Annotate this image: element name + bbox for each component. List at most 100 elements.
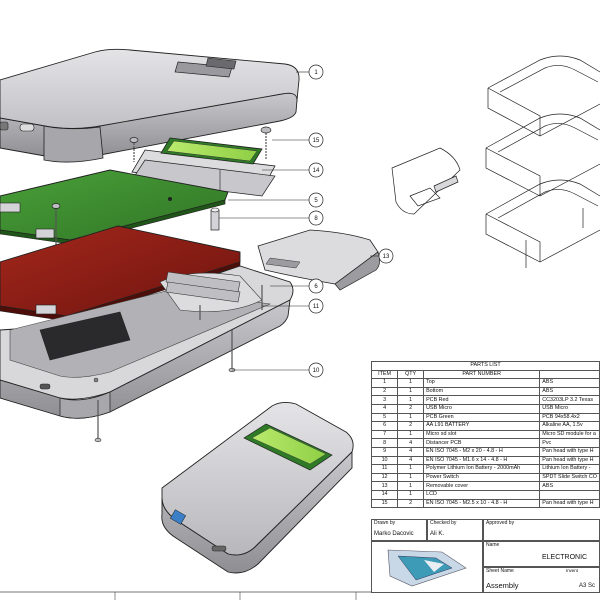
checked-by-cell: Checked by Ali K. [427, 519, 483, 541]
cell-item: 15 [370, 498, 399, 509]
name-label: Name [486, 542, 500, 548]
pcb-green [0, 169, 229, 245]
cell-item: 1 [370, 378, 399, 388]
cell-item: 14 [370, 489, 399, 500]
cell-part: Distancer PCB [423, 438, 541, 448]
cell-qty: 1 [397, 429, 425, 440]
cell-part: Polymer Lithium Ion Battery - 2000mAh [423, 464, 541, 474]
cell-desc: Pan head with type H [539, 455, 600, 466]
cell-item: 4 [370, 403, 399, 414]
cell-desc: Pan head with type H [539, 498, 600, 509]
cell-part: PCB Red [423, 395, 541, 405]
balloon-number: 13 [383, 254, 390, 260]
cell-qty: 1 [397, 395, 425, 405]
balloon-circle [308, 278, 324, 294]
cell-qty: 4 [397, 455, 425, 466]
checked-by-label: Checked by [430, 520, 457, 526]
balloon-number: 1 [314, 70, 318, 76]
cell-qty: 1 [397, 412, 425, 423]
balloon-11: 11 [308, 298, 324, 314]
cell-desc [539, 489, 600, 500]
logo-cell [371, 541, 483, 593]
cell-qty: 1 [397, 472, 425, 483]
cell-qty: 2 [397, 403, 425, 414]
header-description [539, 369, 600, 380]
cell-desc: CC3203LP 3.2 Texas [539, 395, 600, 405]
cell-part: Top [423, 378, 541, 388]
header-item: ITEM [370, 369, 399, 380]
cell-item: 3 [370, 395, 399, 405]
cell-desc: Micro SD module for a [539, 429, 600, 440]
cell-desc: Lithium Ion Battery - [539, 464, 600, 474]
cell-qty: 1 [397, 386, 425, 397]
balloon-13: 13 [378, 248, 394, 264]
title-block: Drawn by Marko Dacovic Checked by Ali K.… [371, 519, 600, 600]
cell-item: 2 [370, 386, 399, 397]
cell-item: 9 [370, 446, 399, 457]
cell-item: 10 [370, 455, 399, 466]
cell-qty: 4 [397, 438, 425, 448]
inventor-label: Invent [566, 568, 578, 573]
cell-desc: ABS [539, 378, 600, 388]
cell-desc: Pvc [539, 438, 600, 448]
cell-part: EN ISO 7045 - M2.5 x 10 - 4.8 - H [423, 498, 541, 509]
header-part-number: PART NUMBER [423, 369, 541, 380]
wireframe-views [391, 55, 600, 268]
cell-desc: ABS [539, 481, 600, 491]
cell-part: Micro sd slot [423, 429, 541, 440]
leader-lines [219, 71, 379, 371]
drawn-by-value: Marko Dacovic [374, 531, 414, 537]
balloon-14: 14 [308, 162, 324, 178]
screw-15 [129, 126, 272, 162]
balloon-number: 6 [314, 284, 318, 290]
cell-part: LCD [423, 489, 541, 500]
header-qty: QTY [397, 369, 425, 380]
sheet-name-cell: Sheet Name Invent Assembly A3 Sc [483, 567, 600, 593]
cell-part: EN ISO 7045 - M2 x 20 - 4.8 - H [423, 446, 541, 457]
name-cell: Name ELECTRONIC [483, 541, 600, 567]
removable-cover [257, 229, 380, 291]
cell-desc: SPDT Slide Switch CO [539, 472, 600, 483]
cell-item: 11 [370, 464, 399, 474]
drawn-by-label: Drawn by [374, 520, 396, 526]
top-cover [0, 48, 300, 163]
balloon-circle [308, 362, 324, 378]
cell-part: EN ISO 7045 - M1.6 x 14 - 4.8 - H [423, 455, 541, 466]
cell-item: 5 [370, 412, 399, 423]
checked-by-value: Ali K. [430, 531, 445, 537]
balloon-circle [308, 64, 324, 80]
cell-desc: PCB 94x58.4x2 [539, 412, 600, 423]
cell-qty: 4 [397, 446, 425, 457]
parts-list-title: PARTS LIST [371, 361, 600, 371]
screw-9 [51, 203, 61, 250]
balloon-circle [308, 298, 324, 314]
cell-item: 7 [370, 429, 399, 440]
balloon-circle [308, 192, 324, 208]
cell-item: 13 [370, 481, 399, 491]
cell-qty: 1 [397, 378, 425, 388]
size-value: A3 Sc [579, 583, 596, 589]
drawn-by-cell: Drawn by Marko Dacovic [371, 519, 427, 541]
cell-item: 8 [370, 438, 399, 448]
logo-image [387, 549, 467, 587]
balloon-number: 10 [313, 368, 320, 374]
approved-by-cell: Approved by [483, 519, 600, 541]
cell-qty: 2 [397, 421, 425, 431]
balloon-circle [308, 132, 324, 148]
cell-part: USB Micro [423, 403, 541, 414]
lcd-module [131, 137, 276, 197]
cell-qty: 2 [397, 498, 425, 509]
cell-part: Power Switch [423, 472, 541, 483]
